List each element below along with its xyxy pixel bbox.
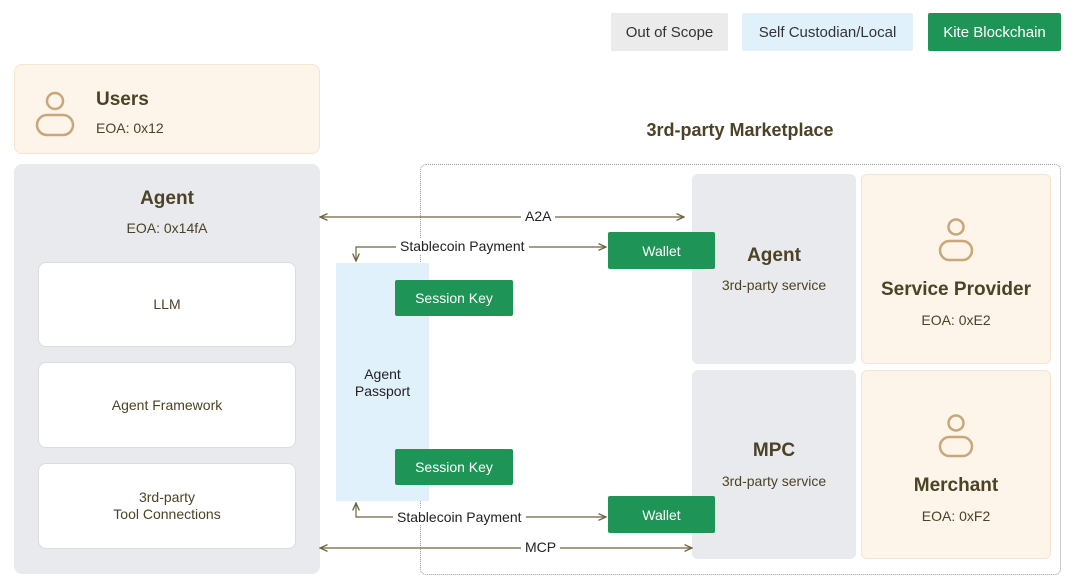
agent-component-llm: LLM: [38, 262, 296, 347]
agent-title: Agent: [140, 188, 194, 209]
a2a-label: A2A: [521, 208, 556, 224]
users-eoa: EOA: 0x12: [96, 120, 164, 136]
legend-self-custodian: Self Custodian/Local: [742, 13, 913, 51]
users-title: Users: [96, 89, 149, 110]
merchant-title: Merchant: [913, 475, 999, 496]
session-key-top: Session Key: [395, 280, 513, 316]
user-icon: [938, 414, 974, 458]
mpc-service-title: MPC: [752, 440, 796, 461]
service-provider-eoa: EOA: 0xE2: [921, 312, 991, 328]
user-icon: [35, 91, 75, 137]
service-provider-box: [861, 174, 1051, 364]
mcp-label: MCP: [521, 539, 561, 555]
stablecoin-bottom-label: Stablecoin Payment: [393, 509, 526, 525]
user-icon: [938, 218, 974, 262]
stablecoin-top-label: Stablecoin Payment: [396, 238, 529, 254]
mpc-service-sub: 3rd-party service: [721, 473, 827, 489]
marketplace-title: 3rd-party Marketplace: [646, 120, 834, 140]
mpc-service-box: [692, 370, 856, 559]
agent-component-framework: Agent Framework: [38, 362, 296, 448]
service-provider-title: Service Provider: [881, 279, 1031, 300]
merchant-eoa: EOA: 0xF2: [921, 508, 991, 524]
wallet-top: Wallet: [608, 232, 715, 269]
agent-service-box: [692, 174, 856, 364]
session-key-bottom: Session Key: [395, 449, 513, 485]
merchant-box: [861, 370, 1051, 559]
users-box: [14, 64, 320, 154]
legend-kite-blockchain: Kite Blockchain: [928, 13, 1061, 51]
agent-passport-label: Agent Passport: [354, 366, 411, 399]
agent-component-tool-connections: 3rd-party Tool Connections: [38, 463, 296, 549]
agent-service-title: Agent: [747, 245, 801, 266]
legend-out-of-scope: Out of Scope: [611, 13, 728, 51]
wallet-bottom: Wallet: [608, 496, 715, 533]
agent-eoa: EOA: 0x14fA: [126, 220, 208, 236]
agent-service-sub: 3rd-party service: [721, 277, 827, 293]
